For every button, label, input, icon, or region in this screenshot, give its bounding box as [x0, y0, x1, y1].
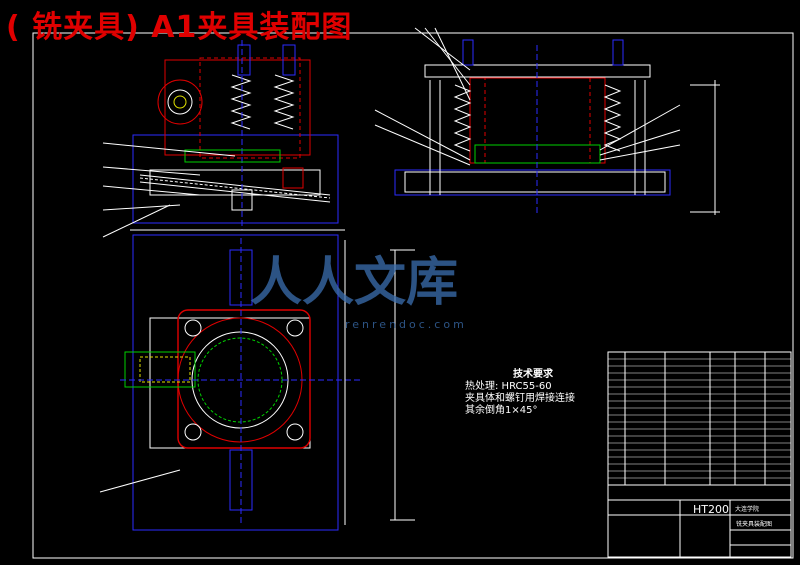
parts-list-rows — [608, 358, 791, 486]
side-view — [374, 27, 720, 215]
tech-line-3: 其余倒角1×45° — [465, 405, 538, 416]
material-label: HT200 — [693, 503, 729, 516]
front-view — [102, 40, 345, 238]
drawing-name-label: 铣夹具装配图 — [736, 521, 773, 528]
drawing-frame — [32, 32, 794, 559]
technical-requirements: 技术要求 热处理: HRC55-60 夹具体和螺钉用焊接连接 其余倒角1×45° — [465, 368, 605, 418]
watermark-logo: 人人文库 — [250, 253, 459, 313]
watermark-url: renrendoc.com — [345, 318, 467, 331]
tech-heading: 技术要求 — [513, 369, 553, 380]
tech-line-1: 热处理: HRC55-60 — [465, 381, 552, 392]
drawing-title: ( 铣夹具) A1夹具装配图 — [6, 10, 353, 45]
school-label: 大连学院 — [735, 506, 760, 513]
plan-view — [99, 234, 415, 531]
tech-line-2: 夹具体和螺钉用焊接连接 — [465, 393, 575, 404]
